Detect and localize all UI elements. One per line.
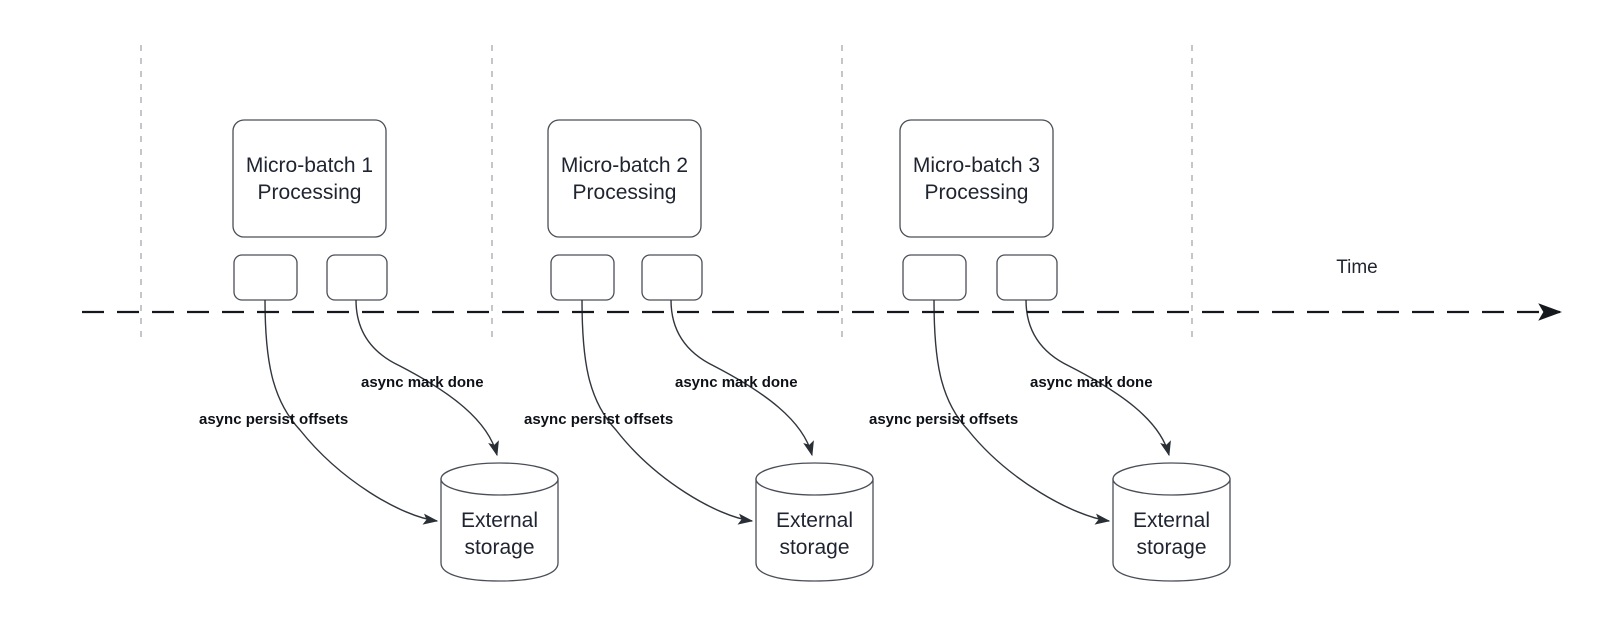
g1-persist-offsets-task-box[interactable]: [233, 254, 298, 301]
time-axis-label: Time: [1336, 257, 1378, 278]
g2-persist-offsets-label: async persist offsets: [524, 411, 673, 428]
micro-batch-group-2: Micro-batch 2 Processing async persist o…: [524, 119, 874, 582]
g2-mark-done-label: async mark done: [675, 374, 798, 391]
g3-external-storage-cylinder[interactable]: [1112, 462, 1231, 582]
g2-external-storage-label-line2: storage: [779, 536, 849, 559]
g1-mark-done-label: async mark done: [361, 374, 484, 391]
g3-mark-done-task-box[interactable]: [996, 254, 1058, 301]
g3-mark-done-label: async mark done: [1030, 374, 1153, 391]
micro-batch-1-label-line2: Processing: [258, 181, 362, 204]
micro-batch-2-label-line1: Micro-batch 2: [561, 154, 688, 177]
micro-batch-3-box[interactable]: [899, 119, 1054, 238]
g1-external-storage-label-line2: storage: [464, 536, 534, 559]
g2-persist-offsets-task-box[interactable]: [550, 254, 615, 301]
g2-external-storage-cylinder[interactable]: [755, 462, 874, 582]
micro-batch-2-box[interactable]: [547, 119, 702, 238]
micro-batch-group-3: Micro-batch 3 Processing async persist o…: [869, 119, 1231, 582]
g2-mark-done-arrow: [670, 299, 814, 457]
g3-external-storage-label-line1: External: [1133, 509, 1210, 532]
g2-external-storage-label-line1: External: [776, 509, 853, 532]
g3-persist-offsets-task-box[interactable]: [902, 254, 967, 301]
micro-batch-3-label-line2: Processing: [925, 181, 1029, 204]
g2-persist-offsets-arrow: [581, 299, 754, 525]
g3-persist-offsets-arrow: [933, 299, 1111, 525]
micro-batch-2-label-line2: Processing: [573, 181, 677, 204]
g3-mark-done-arrow: [1025, 299, 1171, 457]
g1-mark-done-task-box[interactable]: [326, 254, 388, 301]
g3-persist-offsets-label: async persist offsets: [869, 411, 1018, 428]
micro-batch-group-1: Micro-batch 1 Processing async persist o…: [199, 119, 559, 582]
g2-mark-done-task-box[interactable]: [641, 254, 703, 301]
micro-batch-3-label-line1: Micro-batch 3: [913, 154, 1040, 177]
g3-external-storage-label-line2: storage: [1136, 536, 1206, 559]
time-axis: Time: [82, 257, 1562, 321]
micro-batch-1-label-line1: Micro-batch 1: [246, 154, 373, 177]
g1-external-storage-label-line1: External: [461, 509, 538, 532]
period-dividers: [140, 45, 1193, 341]
g1-persist-offsets-arrow: [264, 299, 439, 525]
micro-batch-1-box[interactable]: [232, 119, 387, 238]
g1-external-storage-cylinder[interactable]: [440, 462, 559, 582]
g1-persist-offsets-label: async persist offsets: [199, 411, 348, 428]
g1-mark-done-arrow: [355, 299, 499, 457]
